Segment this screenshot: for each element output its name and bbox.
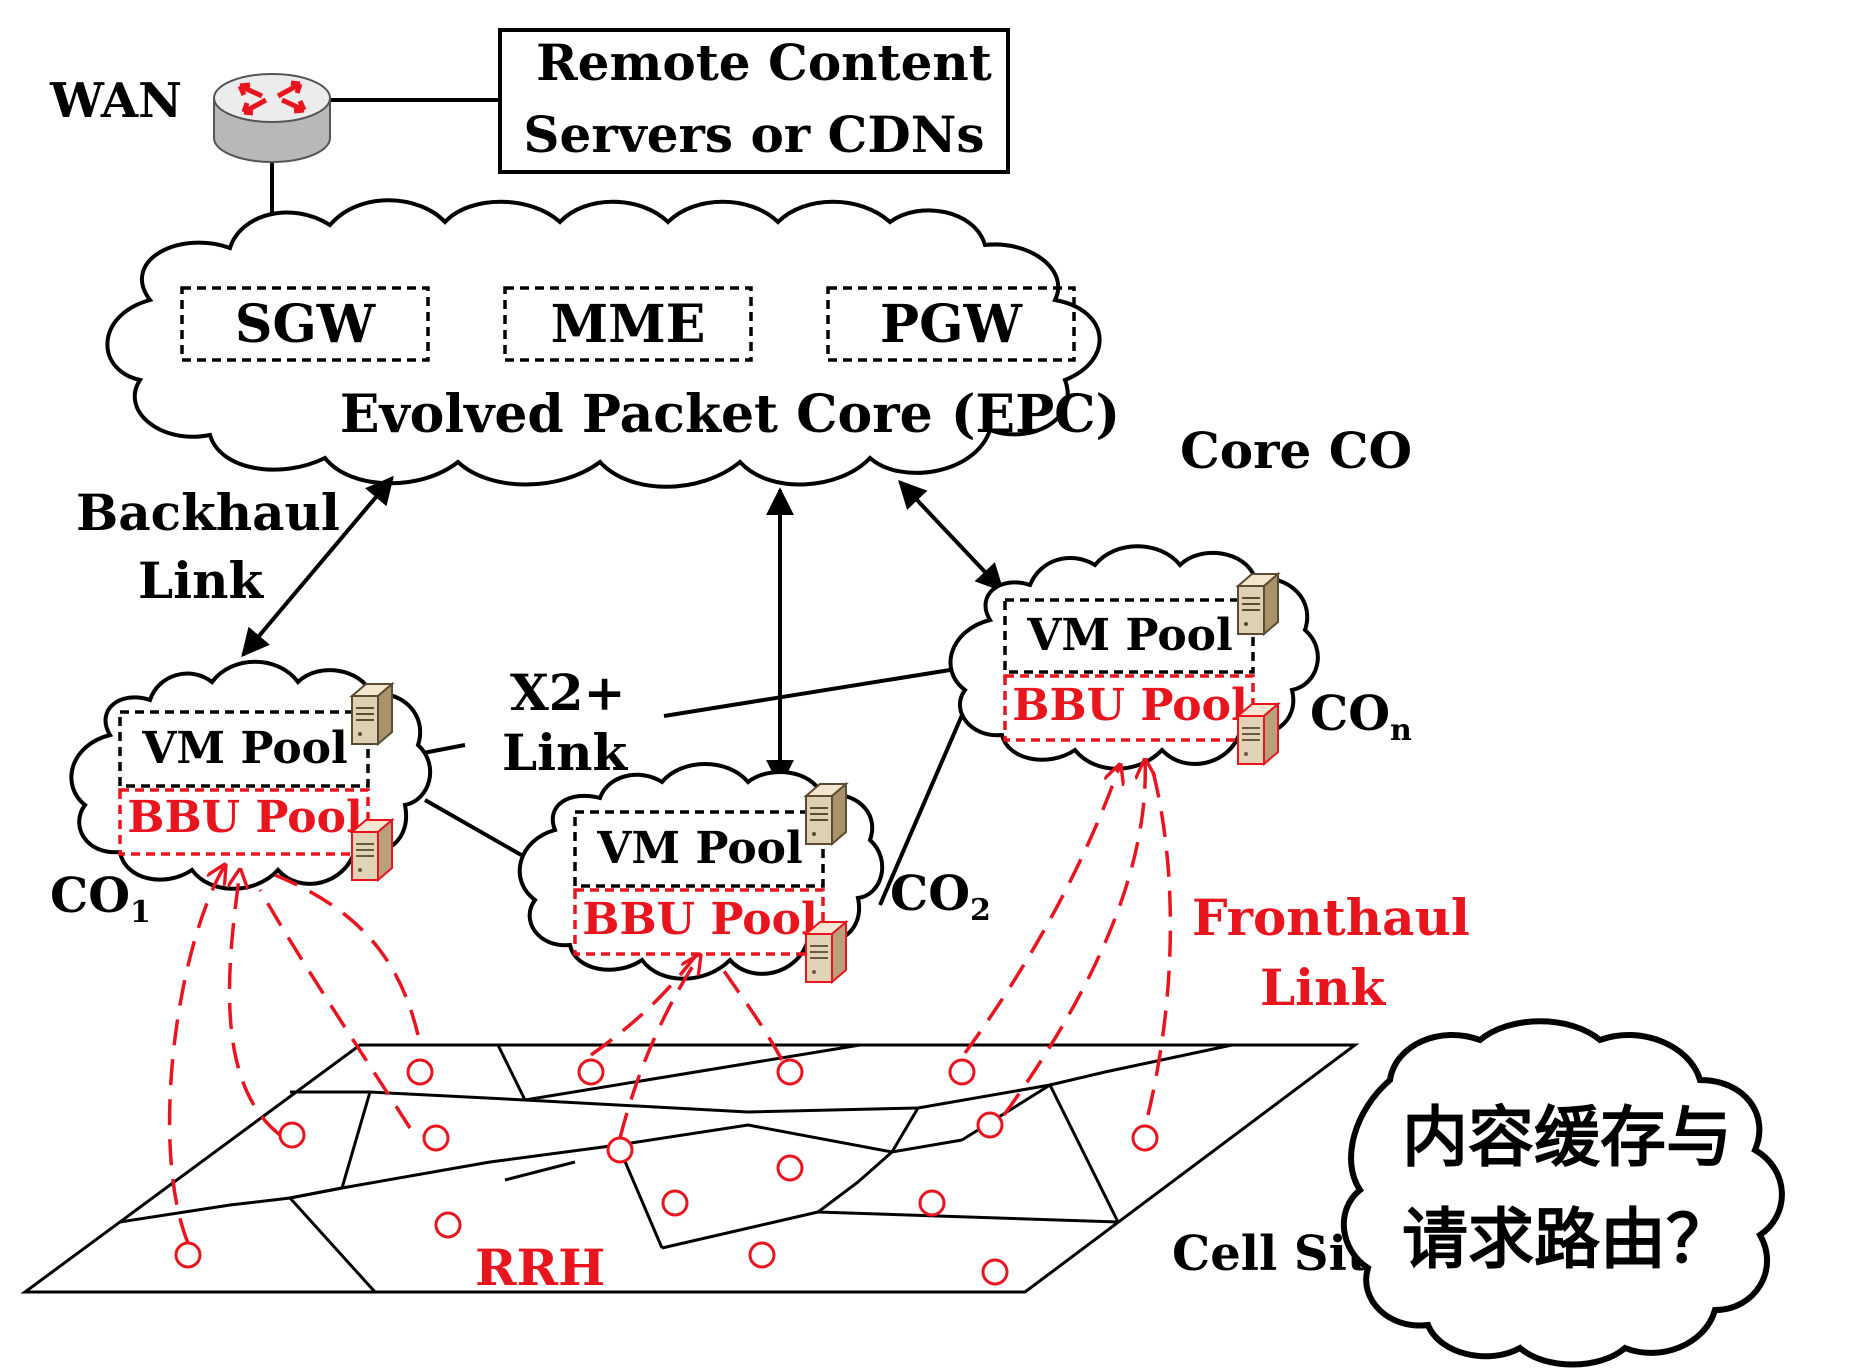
pgw-label: PGW [880,294,1024,355]
co2-cloud: VM Pool BBU Pool [517,762,885,983]
con-subscript: n [1390,713,1412,748]
rrh-node [174,1241,202,1269]
co1-bbu-pool-box [118,788,370,856]
co1-bbu-pool-label: BBU Pool [127,792,362,843]
backhaul-arrow-con [898,479,1004,593]
rrh-node [577,1058,605,1086]
sgw-label: SGW [235,294,377,355]
con-cloud: VM Pool BBU Pool [948,544,1320,771]
router-icon [213,73,331,163]
remote-content-servers-box: Remote Content Servers or CDNs [498,28,1010,174]
con-vm-pool-box [1003,598,1255,674]
rrh-node [776,1154,804,1182]
co2-subscript: 2 [970,893,991,928]
server-icon [805,783,847,845]
mme-box [503,286,753,362]
epc-title: Evolved Packet Core (EPC) [340,384,1120,445]
x2-link-co2-con [878,691,974,906]
co2-label: CO2 [890,866,991,928]
rrh-node [918,1189,946,1217]
epc-cloud: SGW MME PGW Evolved Packet Core (EPC) [105,198,1120,489]
rrh-node [1131,1124,1159,1152]
pgw-box [826,286,1076,362]
server-icon [1237,703,1279,765]
rrh-node [661,1189,689,1217]
con-vm-pool-label: VM Pool [1026,610,1232,661]
fronthaul-label-line2: Link [1260,958,1387,1017]
co1-label: CO1 [50,868,151,930]
rrh-node [981,1258,1009,1286]
rrh-node [776,1058,804,1086]
rrh-node [278,1121,306,1149]
con-name: CO [1310,686,1390,742]
remote-servers-line2: Servers or CDNs [523,105,984,164]
co2-vm-pool-label: VM Pool [596,823,802,874]
rrh-node [606,1136,634,1164]
server-icon [351,819,393,881]
fronthaul-label-line1: Fronthaul [1192,888,1470,947]
fronthaul-links [167,760,1173,1244]
server-icon [1237,573,1279,635]
co1-cloud: VM Pool BBU Pool [69,659,433,891]
x2-label-line2: Link [502,723,629,782]
server-icon [351,683,393,745]
rrh-node [406,1058,434,1086]
co1-subscript: 1 [130,895,151,930]
x2-link-co1-co2 [424,798,531,862]
rrh-node [434,1211,462,1239]
co1-vm-pool-box [118,710,370,788]
backhaul-label-line2: Link [138,551,265,610]
rrh-node [748,1241,776,1269]
co2-bbu-pool-label: BBU Pool [582,894,817,945]
x2-label-line1: X2+ [510,663,625,722]
server-icon [805,921,847,983]
rrh-label: RRH [475,1238,605,1297]
con-bbu-pool-label: BBU Pool [1012,680,1247,731]
wan-label: WAN [49,73,182,129]
co2-name: CO [890,866,970,922]
co1-name: CO [50,868,130,924]
x2-link-con-left [663,668,951,718]
rrh-node [976,1111,1004,1139]
callout-line2: 请求路由？ [1402,1200,1732,1278]
sgw-box [180,286,430,362]
mme-label: MME [551,294,706,355]
rrh-node [948,1058,976,1086]
co2-vm-pool-box [573,810,825,888]
rrh-node [422,1124,450,1152]
con-label: COn [1310,686,1412,748]
cell-site-grid [20,1043,1360,1294]
backhaul-arrow-co1 [241,475,394,658]
core-co-label: Core CO [1180,421,1412,480]
co1-vm-pool-label: VM Pool [141,723,347,774]
callout-line1: 内容缓存与 [1402,1098,1732,1176]
callout-cloud: 内容缓存与 请求路由？ [1340,1018,1785,1368]
remote-servers-line1: Remote Content [536,33,992,92]
rrh-nodes [174,1058,1159,1286]
backhaul-label-line1: Backhaul [76,483,340,542]
con-bbu-pool-box [1003,674,1255,742]
